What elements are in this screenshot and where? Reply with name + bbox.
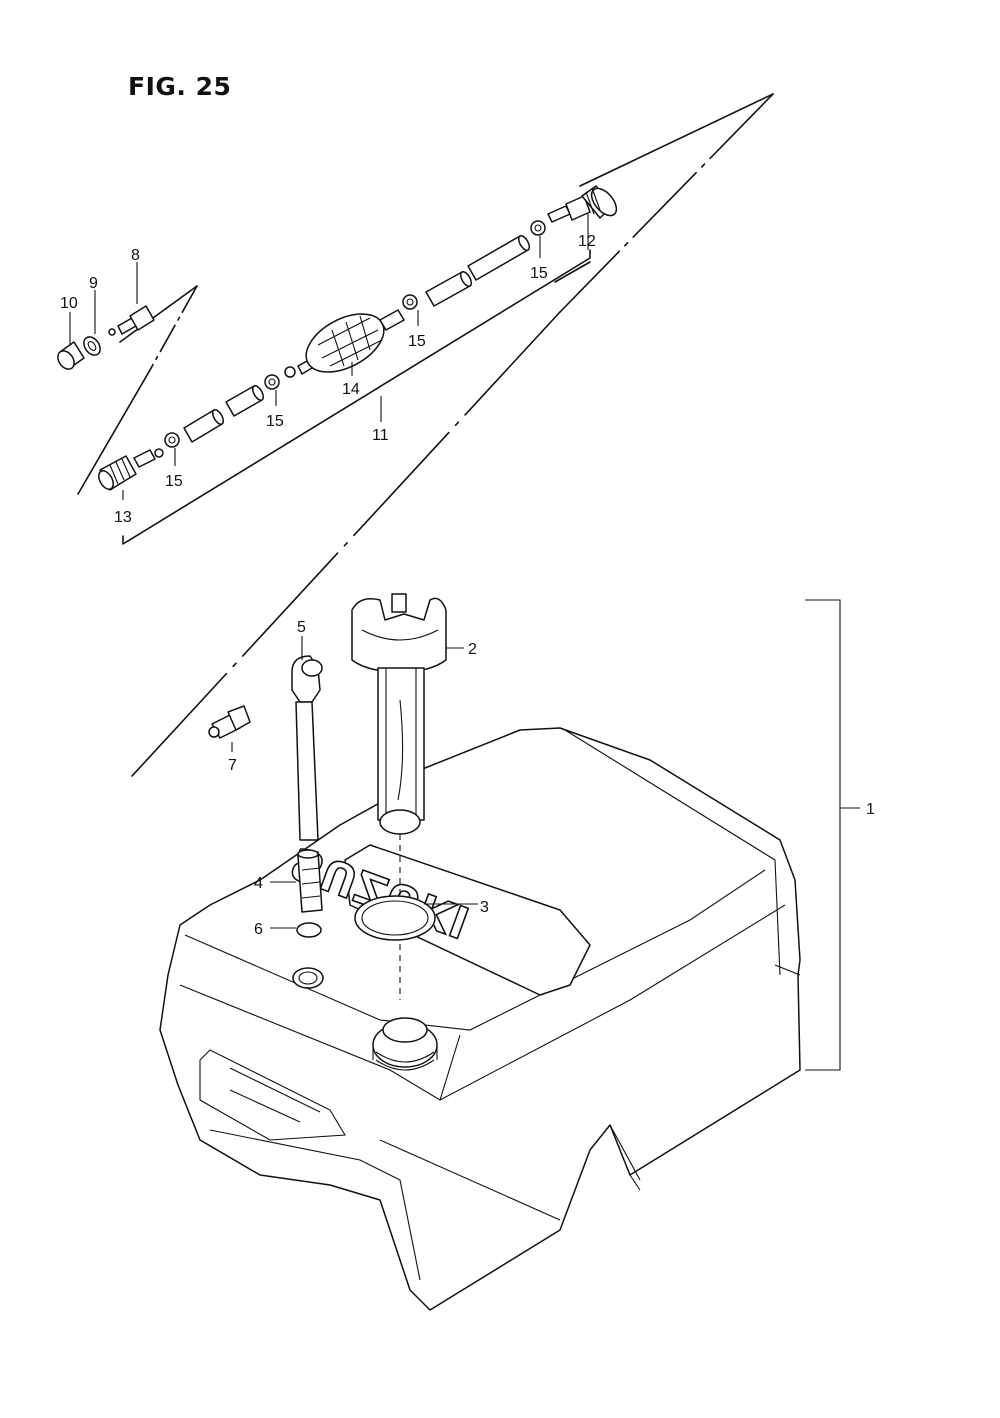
callout-15b: 15 (266, 413, 284, 430)
pickup-fitting-5 (291, 655, 323, 841)
figure-title: FIG. 25 (128, 72, 232, 101)
callout-13: 13 (114, 509, 132, 526)
connector-12 (547, 185, 618, 223)
callout-2: 2 (468, 641, 477, 658)
callout-15c: 15 (408, 333, 426, 350)
hose-segments (183, 235, 531, 443)
primer-bulb-14 (284, 309, 405, 378)
callout-9: 9 (89, 275, 98, 292)
gauge-seal-3 (354, 895, 436, 941)
callout-8: 8 (131, 247, 140, 264)
connector-13 (98, 448, 164, 491)
callout-3: 3 (480, 899, 489, 916)
callout-14: 14 (342, 381, 360, 398)
callout-6: 6 (254, 921, 263, 938)
callout-15a: 15 (165, 473, 183, 490)
fittings-8-9-10 (57, 305, 155, 370)
callout-7: 7 (228, 757, 237, 774)
callout-10: 10 (60, 295, 78, 312)
leader-lines (69, 214, 860, 1071)
hose-clips (164, 220, 546, 448)
fuel-line-assembly (57, 93, 774, 777)
filler-neck (372, 1017, 438, 1071)
callout-15d: 15 (530, 265, 548, 282)
callout-4: 4 (254, 875, 263, 892)
o-ring-6 (296, 922, 322, 938)
fuel-tank-body: SUZUKI (159, 727, 801, 1311)
callout-1: 1 (866, 801, 875, 818)
strainer-4 (297, 849, 323, 913)
callout-12: 12 (578, 233, 596, 250)
vent-fitting-7 (208, 705, 251, 739)
callout-5: 5 (297, 619, 306, 636)
callout-labels: 1 2 3 4 5 6 7 8 9 10 11 12 13 14 15 15 1… (60, 233, 875, 938)
callout-11: 11 (372, 427, 389, 444)
